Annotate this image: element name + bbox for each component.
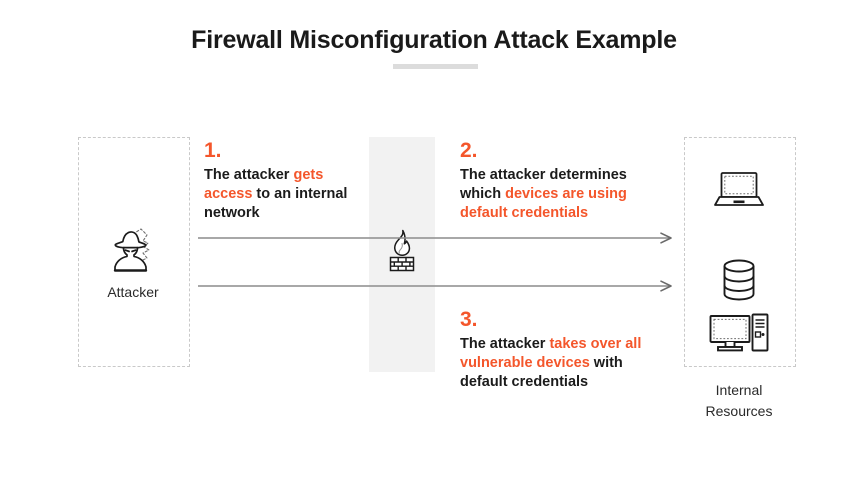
step-2-segment-2: devices are using default credentials xyxy=(460,186,627,221)
database-icon xyxy=(721,259,757,301)
step-1-text: The attacker gets access to an internal … xyxy=(204,166,354,223)
desktop-computer-icon xyxy=(709,313,769,355)
internal-resources-label-line-2: Resources xyxy=(705,403,773,419)
attacker-zone-box xyxy=(78,137,190,367)
step-2-text: The attacker determines which devices ar… xyxy=(460,166,665,223)
step-2: 2. The attacker determines which devices… xyxy=(460,139,665,223)
step-1: 1. The attacker gets access to an intern… xyxy=(204,139,354,223)
step-1-segment-2: gets access xyxy=(204,167,324,202)
arrow-attacker-to-resources-top xyxy=(198,231,678,244)
step-3-segment-2: takes over all vulnerable devices xyxy=(460,336,642,371)
step-1-segment-3: to an internal network xyxy=(204,186,348,221)
attacker-label: Attacker xyxy=(107,284,159,300)
step-2-number: 2. xyxy=(460,139,478,162)
step-3-segment-1: The attacker xyxy=(460,336,550,352)
step-2-segment-1: The attacker determines which xyxy=(460,167,627,202)
step-1-number: 1. xyxy=(204,139,222,162)
step-3: 3. The attacker takes over all vulnerabl… xyxy=(460,308,665,392)
step-1-segment-1: The attacker xyxy=(204,167,294,183)
page-title: Firewall Misconfiguration Attack Example xyxy=(191,26,677,54)
title-underline-rule xyxy=(393,64,478,69)
step-3-text: The attacker takes over all vulnerable d… xyxy=(460,335,665,392)
internal-resources-label: Internal Resources xyxy=(674,380,804,422)
step-3-segment-3: with default credentials xyxy=(460,355,623,390)
attacker-hat-figure-icon xyxy=(103,228,163,276)
step-3-number: 3. xyxy=(460,308,478,331)
internal-resources-label-line-1: Internal xyxy=(715,382,763,398)
firewall-flame-brick-icon xyxy=(387,229,417,273)
laptop-icon xyxy=(713,171,765,209)
arrow-attacker-to-resources-bottom xyxy=(198,279,678,292)
internal-resources-zone-box xyxy=(684,137,796,367)
